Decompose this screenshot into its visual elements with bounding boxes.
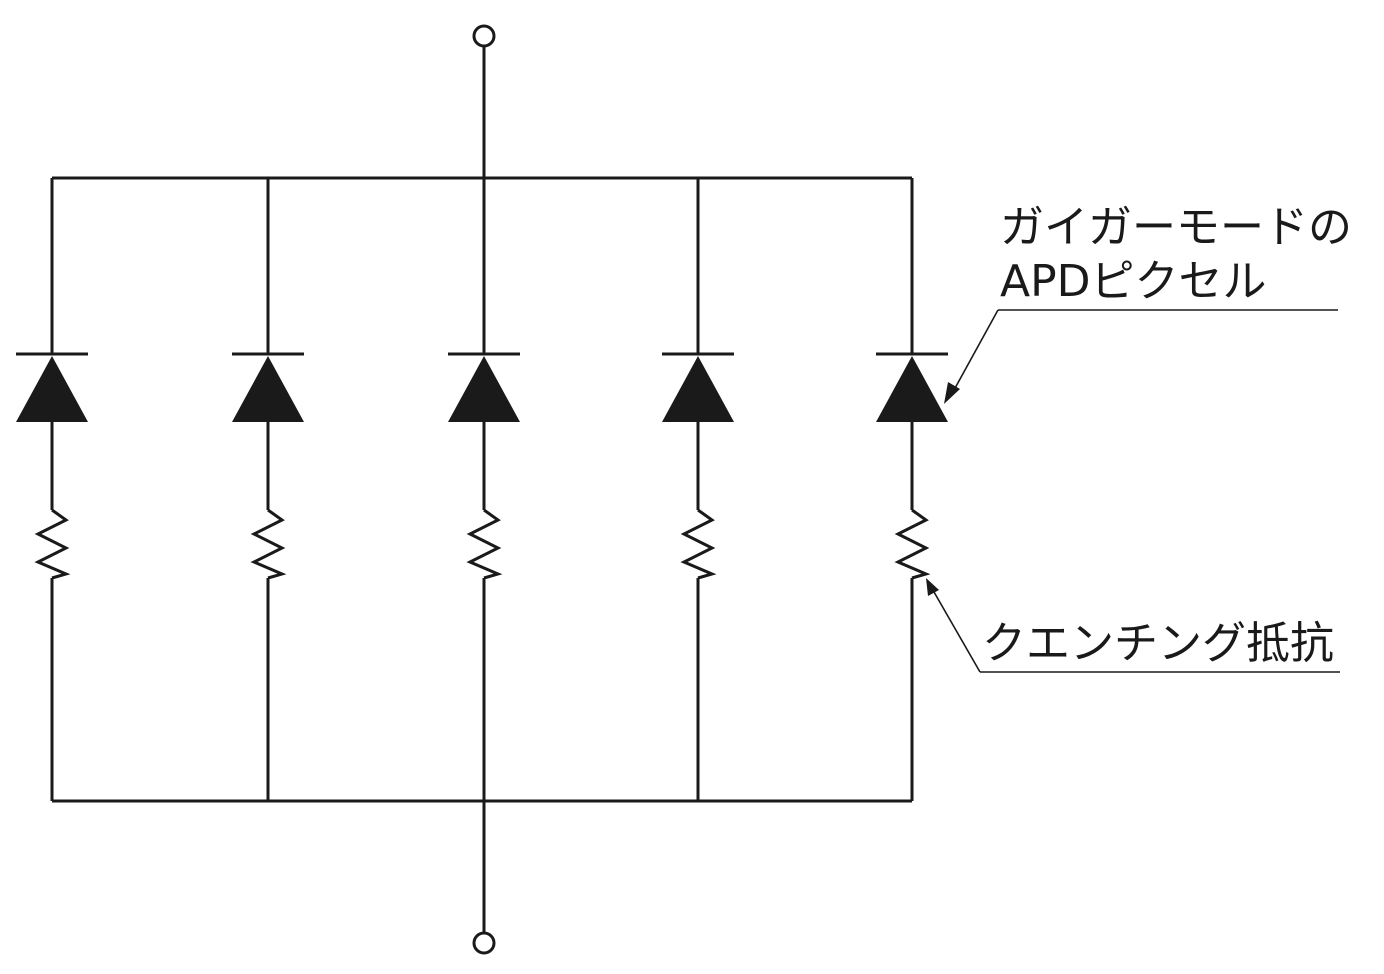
bottom-terminal	[472, 931, 496, 955]
resistor-1-symbol	[34, 508, 71, 580]
quenching-resistor-label: クエンチング抵抗	[982, 618, 1334, 669]
apd-pixel-label-line2: APDピクセル	[1000, 256, 1267, 307]
pixel-branches	[16, 178, 948, 801]
diode-5-symbol	[876, 356, 948, 422]
apd-callout-arrowhead	[944, 382, 960, 404]
quench-callout-arrowhead	[926, 578, 939, 596]
diode-2-symbol	[232, 356, 304, 422]
resistor-2-symbol	[250, 508, 287, 580]
apd-pixel-label-line1: ガイガーモードの	[1000, 202, 1352, 253]
resistor-3-symbol	[466, 508, 503, 580]
apd-callout-leader	[953, 309, 999, 391]
apd-pixel-callout: ガイガーモードの APDピクセル	[944, 202, 1352, 404]
resistor-5-symbol	[894, 508, 931, 580]
quenching-resistor-callout: クエンチング抵抗	[926, 578, 1340, 673]
diode-3-symbol	[448, 356, 520, 422]
quench-callout-leader	[933, 591, 981, 673]
resistor-4-symbol	[680, 508, 717, 580]
diode-4-symbol	[662, 356, 734, 422]
top-terminal	[472, 24, 496, 48]
diode-1-symbol	[16, 356, 88, 422]
